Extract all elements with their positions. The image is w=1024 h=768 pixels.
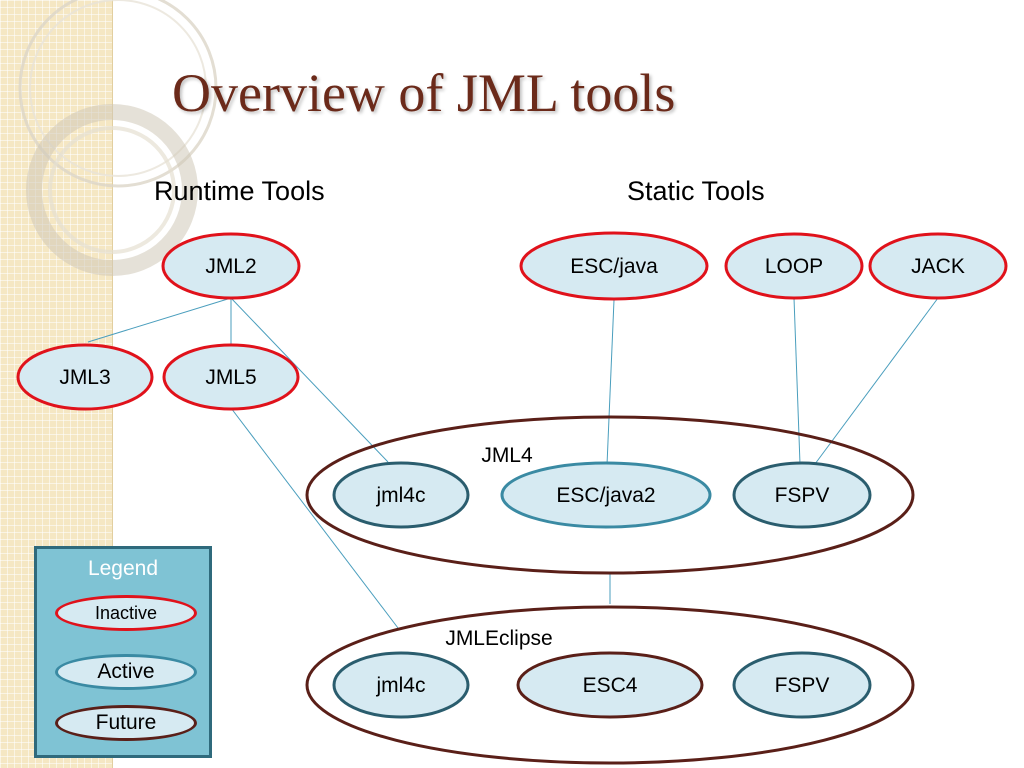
node-eclipse-esc4: ESC4 [516, 651, 704, 719]
node-jml5-label: JML5 [205, 366, 256, 389]
node-eclipse-fspv-label: FSPV [775, 674, 830, 697]
group-jml4 [305, 415, 915, 575]
runtime-tools-heading: Runtime Tools [154, 176, 325, 206]
node-eclipse-fspv: FSPV [732, 651, 872, 719]
decorative-rings [18, 0, 218, 276]
node-eclipse-jml4c-label: jml4c [375, 674, 425, 697]
legend-item-future: Future [55, 705, 197, 741]
node-jml5: JML5 [162, 343, 300, 411]
node-jml4-fspv: FSPV [732, 461, 872, 529]
connectors [87, 297, 939, 629]
legend-item-inactive: Inactive [55, 595, 197, 631]
group-jmleclipse [305, 605, 915, 765]
node-jml4-escjava2-label: ESC/java2 [556, 484, 655, 507]
node-jml2-label: JML2 [205, 255, 256, 278]
connector-jml2-jml4c [230, 297, 389, 463]
node-jml3-label: JML3 [59, 366, 110, 389]
slide-title: Overview of JML tools [172, 63, 676, 123]
legend-panel: Legend Inactive Active Future [34, 546, 212, 758]
connector-escjava-escjava2 [606, 299, 615, 466]
node-eclipse-jml4c: jml4c [332, 651, 470, 719]
node-jack: JACK [868, 232, 1008, 300]
connector-jml5-jmleclipse [230, 407, 399, 629]
node-jml4-jml4c: jml4c [332, 461, 470, 529]
group-jml4-label: JML4 [481, 444, 533, 467]
node-escjava: ESC/java [519, 231, 709, 301]
group-jmleclipse-label: JMLEclipse [445, 627, 552, 650]
connector-jack-fspv [814, 297, 939, 465]
legend-item-active: Active [55, 654, 197, 690]
node-jml2: JML2 [161, 232, 301, 300]
node-eclipse-esc4-label: ESC4 [583, 674, 638, 697]
connector-jml2-jml3 [87, 297, 232, 343]
node-jml4-jml4c-label: jml4c [375, 484, 425, 507]
node-loop-label: LOOP [765, 255, 823, 278]
static-tools-heading: Static Tools [627, 176, 765, 206]
legend-title: Legend [87, 557, 159, 580]
node-jml4-fspv-label: FSPV [775, 484, 830, 507]
node-jml4-escjava2: ESC/java2 [500, 461, 712, 529]
node-jack-label: JACK [911, 255, 965, 278]
node-loop: LOOP [724, 232, 864, 300]
connector-loop-fspv [793, 297, 801, 465]
node-escjava-label: ESC/java [570, 255, 658, 278]
node-jml3: JML3 [16, 343, 154, 411]
